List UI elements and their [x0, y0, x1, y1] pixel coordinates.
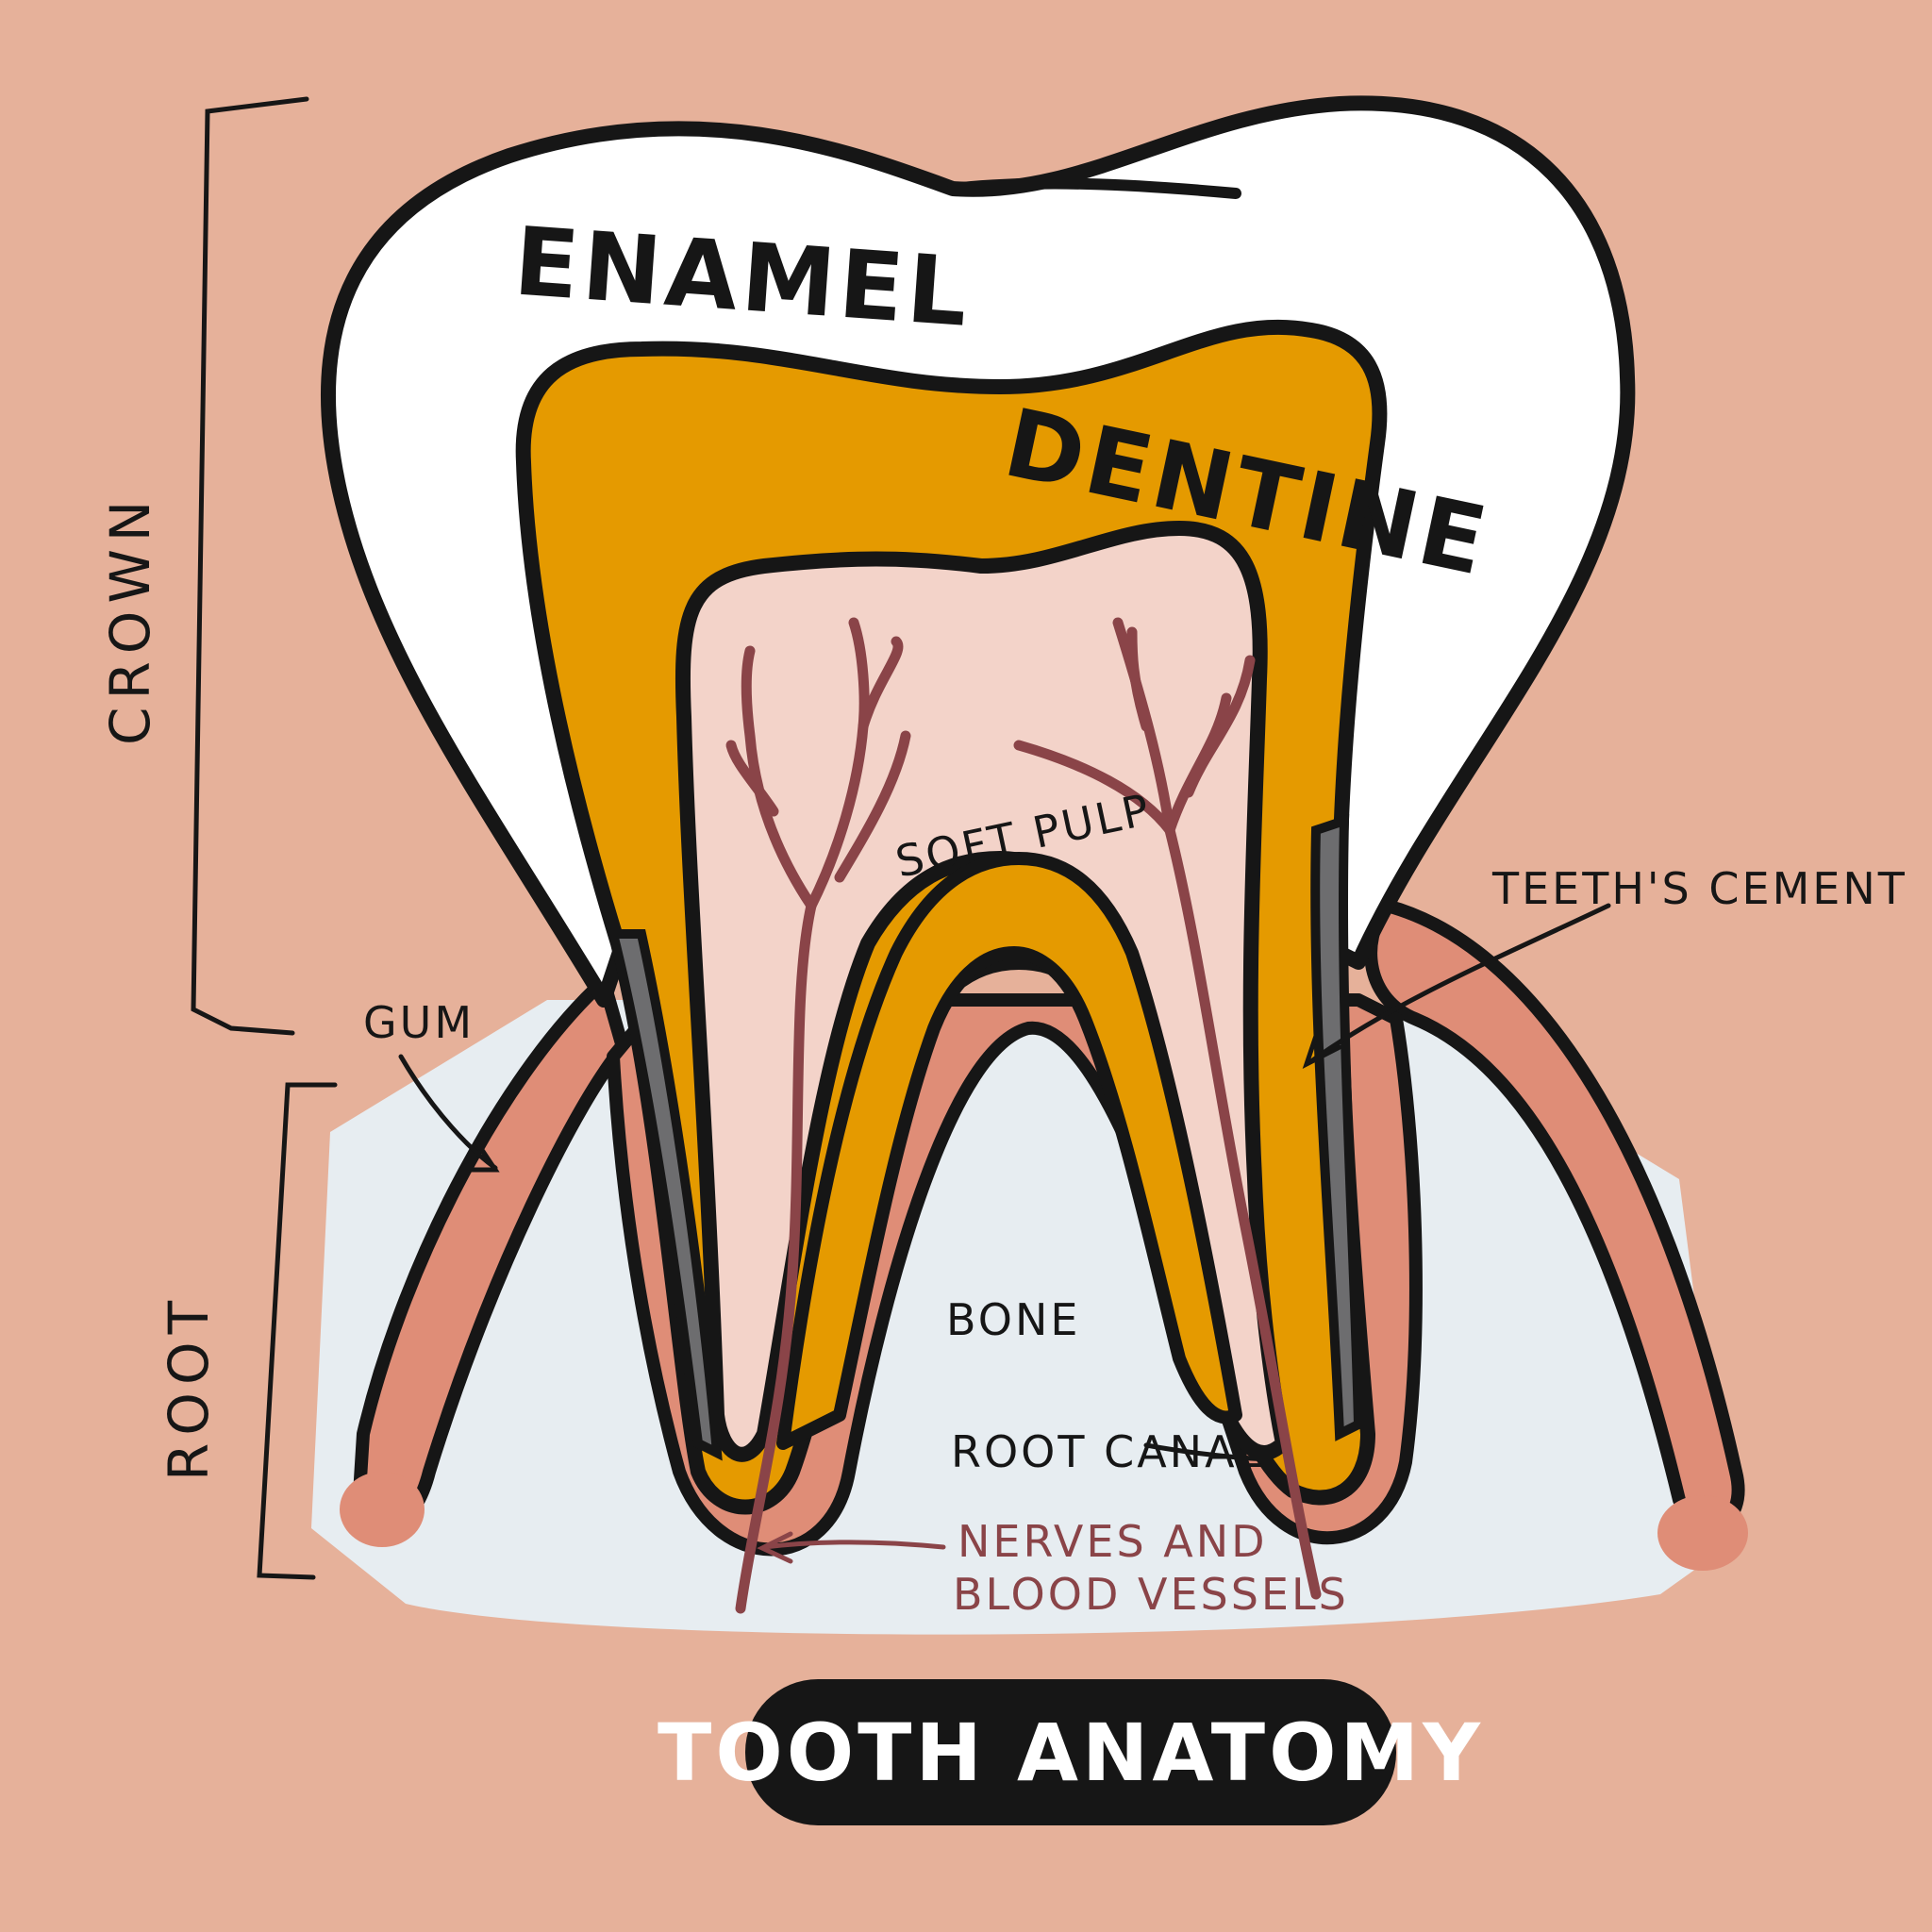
- root-bracket: [257, 1082, 338, 1580]
- title-text: TOOTH ANATOMY: [658, 1707, 1484, 1799]
- gum-arrow: [398, 1054, 500, 1173]
- cement-right: [1310, 814, 1364, 1441]
- nerves-arrow: [757, 1531, 946, 1564]
- annotation-lines: [191, 96, 1611, 1580]
- enamel-notch: [947, 177, 1241, 199]
- crown-bracket: [191, 96, 309, 1036]
- gum-left-tip: [340, 1472, 425, 1547]
- title-pill: [745, 1679, 1396, 1825]
- cement-arrow: [1302, 903, 1611, 1070]
- cement-left: [607, 929, 723, 1461]
- teeths-cement-label: TEETH'S CEMENT: [1491, 863, 1907, 914]
- root-canal-pointer: [1143, 1442, 1272, 1462]
- pulp-chamber: [675, 521, 1291, 1462]
- nerves-and-vessels: [725, 617, 1322, 1614]
- nerves-label-line2: BLOOD VESSELS: [953, 1569, 1349, 1620]
- crown-label: CROWN: [98, 493, 162, 745]
- gum-right-tip: [1657, 1495, 1748, 1571]
- furcation-dentine: [776, 852, 1242, 1450]
- root-label: ROOT: [157, 1293, 221, 1481]
- root-canal-label: ROOT CANAL: [951, 1426, 1264, 1477]
- gum-label: GUM: [363, 997, 475, 1048]
- bone-label: BONE: [946, 1294, 1080, 1345]
- nerves-label-line1: NERVES AND: [958, 1516, 1268, 1567]
